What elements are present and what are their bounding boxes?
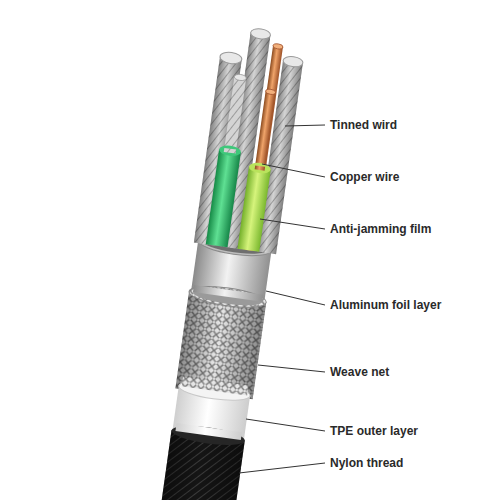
part-label: Tinned wird	[330, 117, 397, 133]
wire-end	[273, 43, 284, 49]
weave-shading	[175, 291, 266, 399]
part-label: Nylon thread	[330, 455, 403, 471]
wire-end	[250, 28, 271, 41]
weave-net	[175, 291, 266, 399]
wire-end	[219, 51, 242, 65]
weave-top	[188, 282, 268, 311]
foil-layer	[193, 285, 263, 302]
copper-conductor	[254, 91, 275, 174]
leader-line	[266, 291, 325, 305]
wire-end	[234, 74, 247, 82]
tinned-conductor	[224, 148, 236, 154]
part-label: Aluminum foil layer	[330, 297, 441, 313]
leader-line	[239, 463, 325, 473]
cable	[149, 24, 306, 500]
film-end	[248, 162, 271, 175]
leader-line	[258, 365, 325, 372]
copper-conductor	[255, 165, 265, 170]
film-end	[218, 144, 241, 157]
anti-jamming-film	[237, 167, 270, 252]
part-label: TPE outer layer	[330, 423, 418, 439]
anti-jamming-film	[206, 149, 241, 247]
part-label: Anti-jamming film	[330, 221, 431, 237]
nylon-top	[170, 422, 246, 448]
leader-line	[246, 419, 325, 431]
leader-lines	[239, 125, 325, 473]
tinned-conductor	[223, 77, 246, 158]
wire-end	[265, 89, 276, 95]
weave-net	[182, 376, 249, 395]
leader-line	[260, 219, 325, 229]
part-label: Copper wire	[330, 169, 399, 185]
leader-line	[262, 164, 325, 177]
leader-line	[285, 125, 325, 126]
tpe-layer	[175, 423, 241, 440]
part-label: Weave net	[330, 364, 389, 380]
weave-inside	[192, 285, 263, 309]
wire-end	[282, 55, 303, 68]
